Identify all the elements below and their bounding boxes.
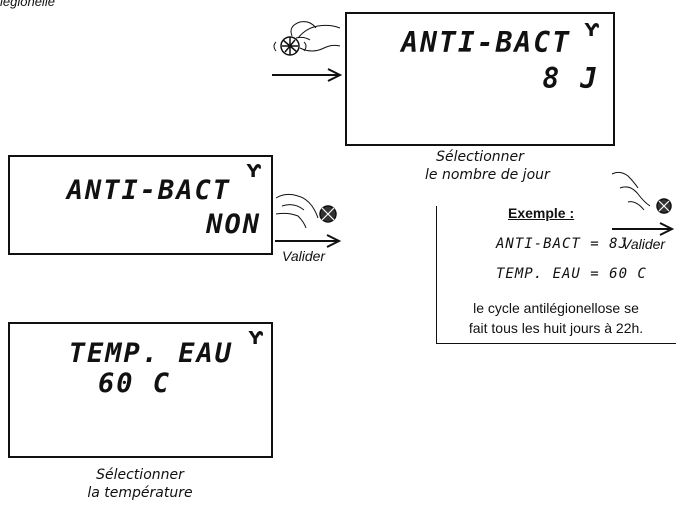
- example-note: le cycle antilégionellose se fait tous l…: [438, 298, 674, 338]
- hand-turning-knob-icon: [606, 166, 676, 224]
- arrow-right-icon: [272, 68, 342, 82]
- caption-line1: Sélectionner: [425, 148, 535, 166]
- caption-select-days: Sélectionner le nombre de jour: [425, 148, 535, 184]
- wrench-icon: Ƴ: [585, 22, 599, 40]
- lcd-screen-temp: TEMP. EAU Ƴ 60 C: [8, 322, 273, 458]
- wrench-icon: Ƴ: [249, 330, 263, 348]
- lcd-line2: 60 C: [98, 368, 171, 399]
- validate-label: Valider: [622, 236, 665, 252]
- caption-select-temp: Sélectionner la température: [80, 466, 200, 502]
- note-line2: fait tous les huit jours à 22h.: [438, 318, 674, 338]
- lcd-line2: NON: [206, 209, 261, 240]
- example-setting-days: ANTI-BACT = 8J: [496, 236, 628, 252]
- header-text: légionelle: [0, 0, 55, 9]
- hand-turning-knob-icon: [272, 188, 342, 236]
- note-line1: le cycle antilégionellose se: [438, 298, 674, 318]
- lcd-screen-enable: ANTI-BACT Ƴ NON: [8, 155, 273, 255]
- lcd-line2: 8 J: [542, 62, 599, 95]
- lcd-line1: ANTI-BACT: [67, 175, 231, 206]
- example-title: Exemple :: [508, 205, 574, 221]
- caption-line2: la température: [80, 484, 200, 502]
- arrow-right-icon: [612, 222, 674, 236]
- lcd-screen-days: ANTI-BACT Ƴ 8 J: [345, 12, 615, 146]
- wrench-icon: Ƴ: [247, 163, 261, 181]
- example-setting-temp: TEMP. EAU = 60 C: [496, 266, 647, 282]
- arrow-right-icon: [275, 234, 341, 248]
- lcd-line1: TEMP. EAU: [69, 338, 233, 369]
- caption-line2: le nombre de jour: [425, 166, 535, 184]
- validate-label: Valider: [282, 248, 325, 264]
- hand-turning-knob-icon: [270, 8, 345, 68]
- lcd-line1: ANTI-BACT: [401, 26, 571, 59]
- caption-line1: Sélectionner: [80, 466, 200, 484]
